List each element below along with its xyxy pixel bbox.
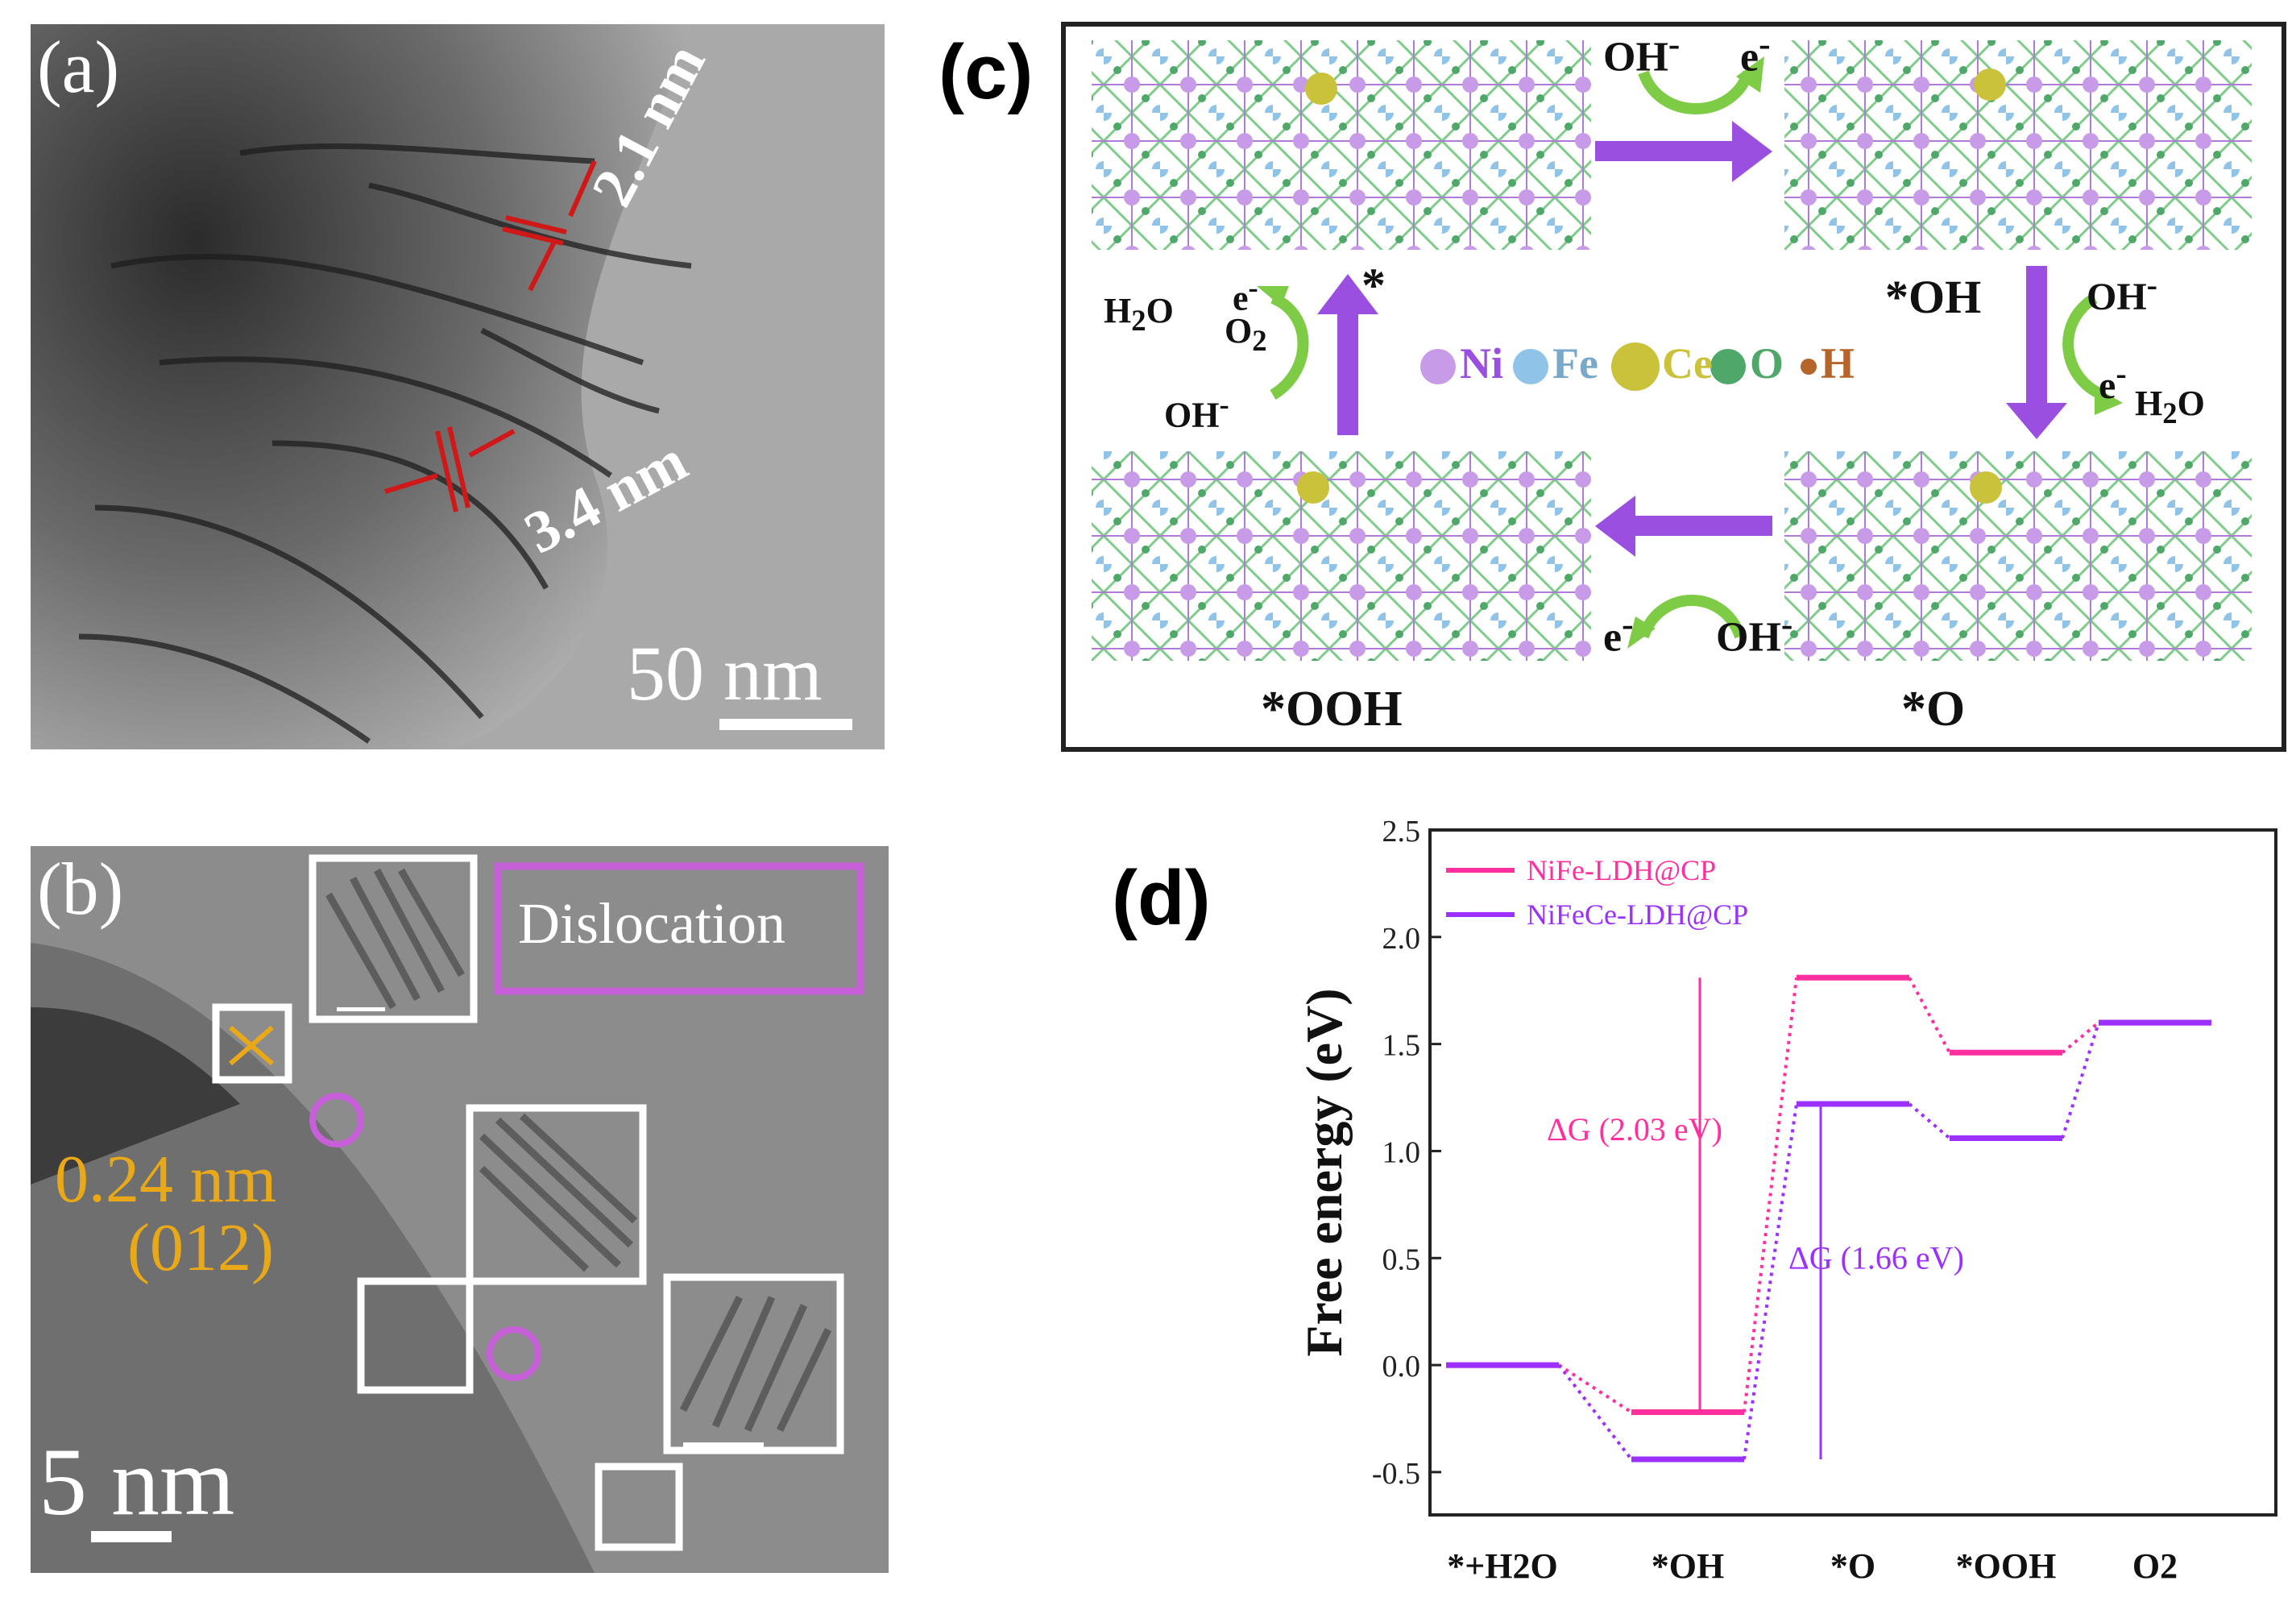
panel-b-hrtem-image (31, 846, 889, 1573)
legend-entry: NiFe-LDH@CP (1527, 854, 1716, 886)
e-top: e- (1740, 25, 1771, 81)
legend-h: H (1821, 339, 1855, 388)
delta-g-annotation-nife: ΔG (2.03 eV) (1547, 1111, 1722, 1147)
oh-top: OH- (1603, 25, 1681, 81)
state-oh: *OH (1885, 271, 1982, 323)
x-tick-label: *OH (1652, 1546, 1724, 1586)
state-ooh: *OOH (1261, 682, 1403, 737)
panel-b-label: (b) (37, 848, 124, 930)
y-axis-label: Free energy (eV) (1295, 988, 1353, 1356)
h2o-left: H2O (1104, 291, 1174, 337)
panel-a: (a) 2.1 nm 3.4 nm 50 nm (31, 24, 885, 749)
free-energy-chart: 2.5 2.0 1.5 1.0 0.5 0.0 -0.5 Free energy (eV) *+… (1295, 815, 2277, 1586)
y-tick-label: 2.5 (1382, 815, 1421, 849)
panel-c: (c) (935, 0, 2296, 757)
y-tick-label: 1.0 (1382, 1135, 1421, 1169)
mechanism-scheme (1061, 22, 2286, 752)
oh-bottom: OH- (1716, 605, 1793, 661)
h2o-right: H2O (2135, 384, 2205, 429)
panel-d: (d) 2.5 2.0 1.5 1.0 0.5 0.0 -0.5 Free energy (e… (935, 806, 2296, 1610)
x-tick-label: O2 (2132, 1546, 2178, 1586)
connector-line (1908, 1102, 1951, 1140)
connector-line (1557, 1363, 1633, 1414)
lattice-bottom-left (1092, 451, 1591, 661)
legend-ni: Ni (1460, 339, 1503, 388)
legend-o: O (1750, 339, 1784, 388)
lattice-top-left (1092, 40, 1591, 250)
panel-b: (b) Dislocation 0.24 nm (012) 5 nm (31, 846, 889, 1573)
e-right: e- (2099, 355, 2127, 407)
oh-right: OH- (2087, 267, 2157, 318)
lattice-top-right (1784, 40, 2252, 250)
x-tick-label: *+H2O (1447, 1546, 1558, 1586)
panel-b-scale-label: 5 nm (39, 1428, 235, 1535)
connector-line (1557, 1363, 1633, 1461)
connector-line (2061, 1022, 2100, 1139)
x-tick-label: *OOH (1956, 1546, 2057, 1586)
delta-g-annotation-nifece: ΔG (1.66 eV) (1788, 1240, 1964, 1276)
d-spacing-label: 0.24 nm (55, 1142, 277, 1217)
connector-line (1908, 977, 1951, 1054)
connector-line (1743, 977, 1798, 1413)
connector-line (1743, 1103, 1798, 1460)
e-left: e- (1233, 271, 1258, 318)
y-tick-label: 1.5 (1382, 1029, 1421, 1063)
oh-left: OH- (1164, 388, 1229, 435)
state-o: *O (1901, 682, 1966, 737)
star-left: * (1361, 259, 1386, 312)
y-tick-label: 2.0 (1382, 922, 1421, 956)
lattice-bottom-right (1784, 451, 2252, 661)
plot-frame (1428, 828, 2277, 1517)
panel-a-label: (a) (37, 26, 120, 108)
dislocation-label: Dislocation (518, 891, 785, 956)
o2-left: O2 (1225, 311, 1267, 357)
legend-entry: NiFeCe-LDH@CP (1527, 898, 1748, 931)
lattice-plane-label: (012) (127, 1210, 274, 1285)
panel-a-scale-label: 50 nm (627, 630, 823, 716)
y-tick-label: 0.5 (1382, 1243, 1421, 1276)
y-tick-label: -0.5 (1372, 1457, 1420, 1491)
panel-d-label: (d) (1112, 855, 1211, 941)
x-tick-label: *O (1830, 1546, 1875, 1586)
e-bottom: e- (1603, 605, 1634, 661)
y-tick-label: 0.0 (1382, 1350, 1421, 1384)
panel-c-label: (c) (939, 29, 1034, 115)
legend-ce: Ce (1662, 339, 1713, 388)
legend-fe: Fe (1552, 339, 1598, 388)
panel-a-tem-image (31, 24, 885, 749)
